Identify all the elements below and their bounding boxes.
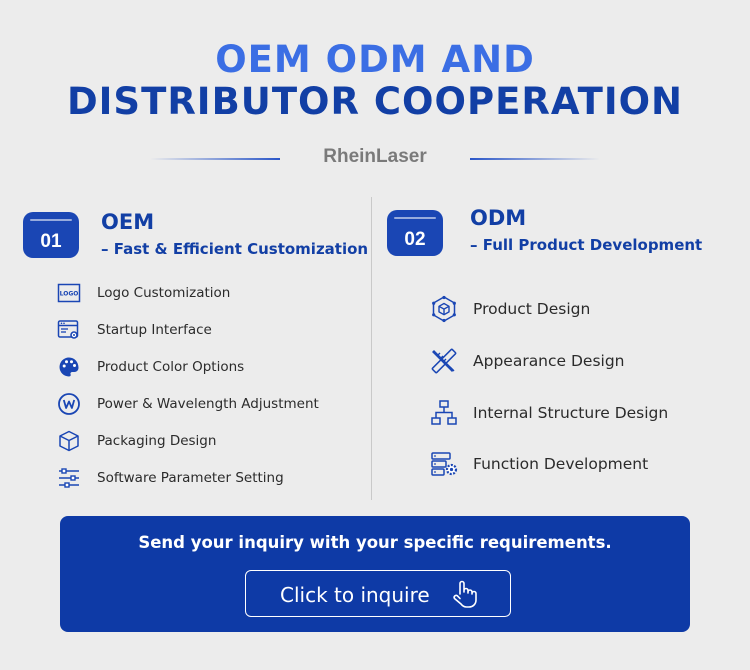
oem-item-label: Power & Wavelength Adjustment bbox=[97, 396, 319, 412]
odm-item-label: Appearance Design bbox=[473, 352, 625, 370]
server-gear-icon bbox=[430, 450, 458, 478]
odm-badge: 02 bbox=[387, 210, 443, 256]
oem-title: OEM bbox=[101, 210, 155, 234]
odm-badge-number: 02 bbox=[404, 229, 426, 250]
odm-item-appearance-design: Appearance Design bbox=[430, 347, 625, 375]
odm-item-internal-structure: Internal Structure Design bbox=[430, 399, 668, 427]
oem-item-packaging-design: Packaging Design bbox=[57, 429, 216, 453]
brand-name: RheinLaser bbox=[323, 146, 427, 167]
odm-title: ODM bbox=[470, 206, 527, 230]
oem-item-label: Packaging Design bbox=[97, 433, 217, 449]
oem-item-logo-customization: LOGO Logo Customization bbox=[57, 281, 230, 305]
inquire-button[interactable]: Click to inquire bbox=[245, 570, 511, 617]
oem-item-label: Software Parameter Setting bbox=[97, 470, 284, 486]
odm-heading: ODM – Full Product Development bbox=[470, 206, 702, 254]
oem-item-software-parameter: Software Parameter Setting bbox=[57, 466, 284, 490]
startup-window-icon bbox=[57, 318, 81, 342]
logo-icon-text: LOGO bbox=[60, 291, 79, 298]
ruler-pencil-icon bbox=[430, 347, 458, 375]
brand-line-right bbox=[470, 158, 600, 160]
oem-item-label: Startup Interface bbox=[97, 322, 212, 338]
inquiry-panel: Send your inquiry with your specific req… bbox=[60, 516, 690, 632]
oem-item-product-color-options: Product Color Options bbox=[57, 355, 244, 379]
logo-icon: LOGO bbox=[57, 281, 81, 305]
oem-item-startup-interface: Startup Interface bbox=[57, 318, 212, 342]
pointer-hand-icon bbox=[450, 579, 478, 609]
oem-badge-number: 01 bbox=[40, 231, 62, 252]
inquiry-text: Send your inquiry with your specific req… bbox=[138, 533, 612, 552]
inquire-button-label: Click to inquire bbox=[280, 583, 430, 607]
cube-hexagon-icon bbox=[430, 295, 458, 323]
odm-subtitle: – Full Product Development bbox=[470, 236, 703, 254]
odm-item-label: Internal Structure Design bbox=[473, 404, 669, 422]
odm-item-function-development: Function Development bbox=[430, 450, 648, 478]
odm-item-label: Function Development bbox=[473, 455, 649, 473]
hierarchy-icon bbox=[430, 399, 458, 427]
column-divider bbox=[371, 197, 372, 500]
sliders-icon bbox=[57, 466, 81, 490]
brand-line-left bbox=[150, 158, 280, 160]
odm-item-label: Product Design bbox=[473, 300, 591, 318]
oem-item-label: Logo Customization bbox=[97, 285, 231, 301]
palette-icon bbox=[57, 355, 81, 379]
oem-badge: 01 bbox=[23, 212, 79, 258]
brand-row: RheinLaser bbox=[0, 146, 750, 172]
oem-subtitle: – Fast & Efficient Customization bbox=[101, 240, 369, 258]
title-line-2: DISTRIBUTOR COOPERATION bbox=[66, 80, 684, 123]
oem-heading: OEM – Fast & Efficient Customization bbox=[101, 210, 368, 258]
title-line-1: OEM ODM AND bbox=[215, 38, 535, 81]
odm-item-product-design: Product Design bbox=[430, 295, 590, 323]
oem-item-power-wavelength: Power & Wavelength Adjustment bbox=[57, 392, 319, 416]
w-circle-icon bbox=[57, 392, 81, 416]
box-icon bbox=[57, 429, 81, 453]
oem-item-label: Product Color Options bbox=[97, 359, 245, 375]
